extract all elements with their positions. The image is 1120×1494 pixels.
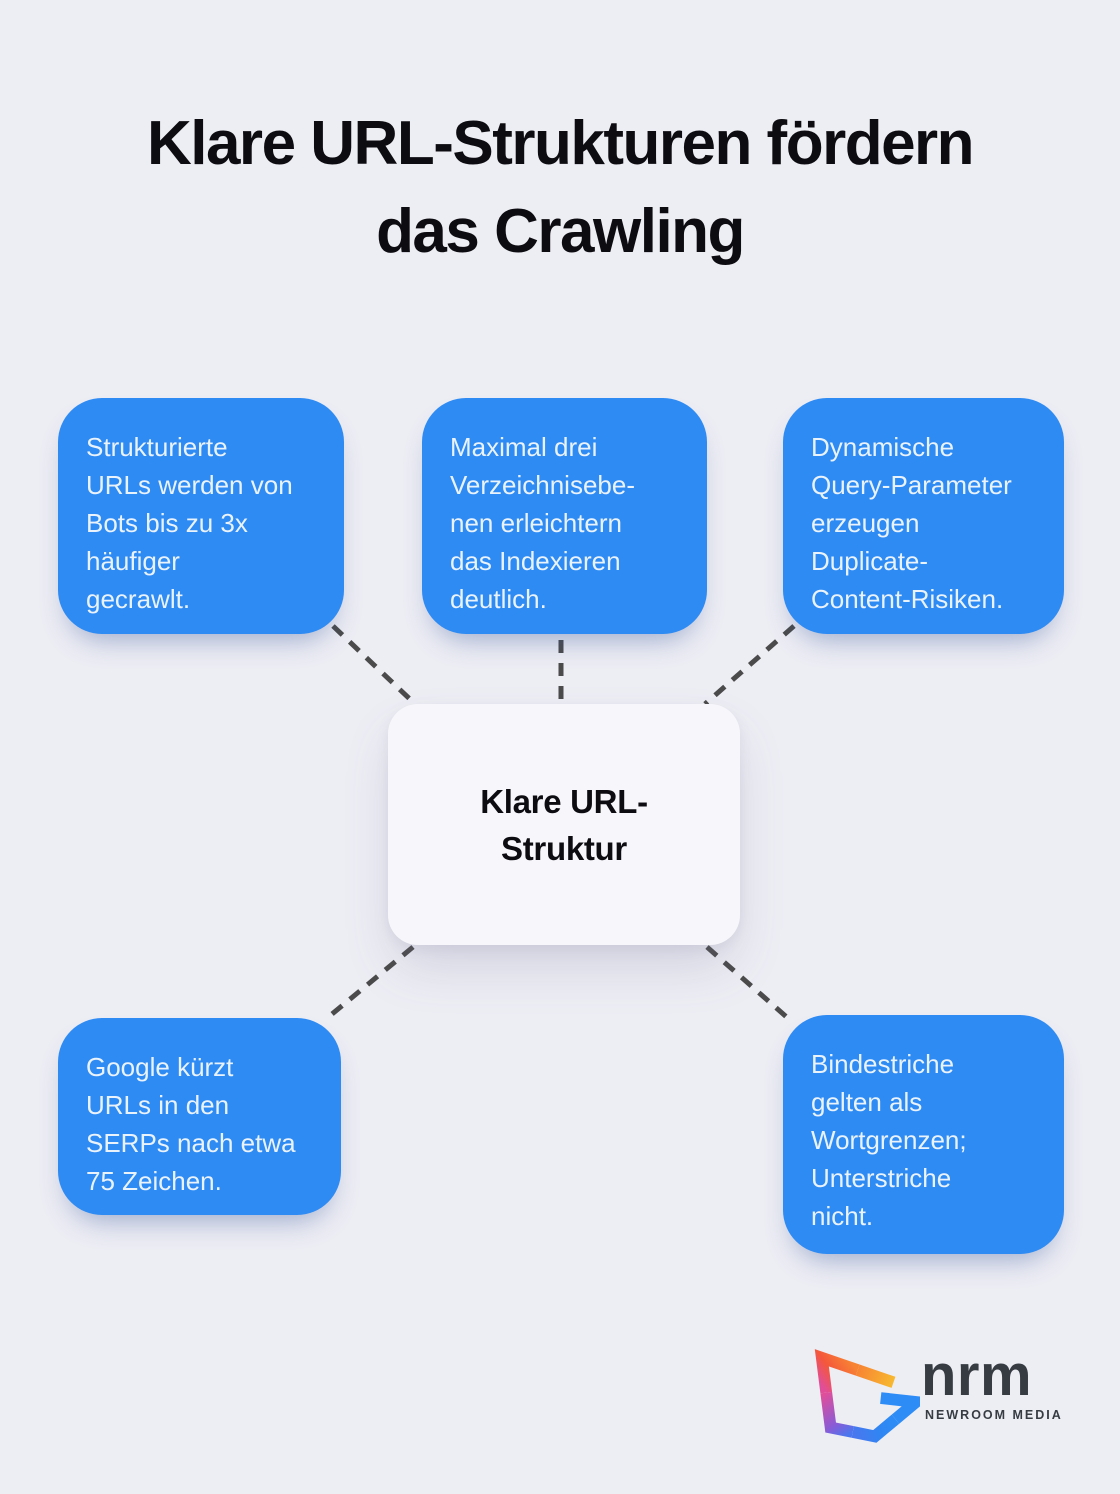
card-line: nen erleichtern <box>450 508 622 538</box>
card-line: Google kürzt <box>86 1052 234 1082</box>
connector-top-left <box>331 624 416 705</box>
card-line: gecrawlt. <box>86 584 191 614</box>
card-line: erzeugen <box>811 508 920 538</box>
card-line: 75 Zeichen. <box>86 1166 222 1196</box>
page-title: Klare URL-Strukturen fördern das Crawlin… <box>0 100 1120 276</box>
card-line: Bindestriche <box>811 1049 955 1079</box>
brand-logo: nrm NEWROOM MEDIA <box>810 1342 1070 1452</box>
card-url-length: Google kürzt URLs in den SERPs nach etwa… <box>58 1018 341 1215</box>
page-title-line-1: Klare URL-Strukturen fördern <box>146 109 975 178</box>
card-line: URLs in den <box>86 1090 230 1120</box>
connector-bottom-left <box>324 945 415 1021</box>
card-line: Maximal drei <box>450 432 598 462</box>
card-line: Content-Risiken. <box>811 584 1004 614</box>
card-line: Bots bis zu 3x <box>86 508 248 538</box>
center-node-line-2: Struktur <box>501 829 627 867</box>
card-line: Unterstriche <box>811 1163 952 1193</box>
card-directory-levels: Maximal drei Verzeichnisebe- nen erleich… <box>422 398 707 634</box>
page-title-line-2: das Crawling <box>376 197 745 266</box>
card-line: Dynamische <box>811 432 955 462</box>
card-line: SERPs nach etwa <box>86 1128 296 1158</box>
center-node: Klare URL- Struktur <box>388 704 740 945</box>
card-structured-urls: Strukturierte URLs werden von Bots bis z… <box>58 398 344 634</box>
card-line: nicht. <box>811 1201 874 1231</box>
card-line: Wortgrenzen; <box>811 1125 967 1155</box>
logo-brand-text: nrm <box>921 1343 1033 1408</box>
connector-bottom-right <box>705 945 792 1022</box>
card-line: gelten als <box>811 1087 923 1117</box>
card-hyphens-vs-underscores: Bindestriche gelten als Wortgrenzen; Unt… <box>783 1015 1064 1254</box>
nrm-logo-icon <box>814 1349 920 1443</box>
card-line: Query-Parameter <box>811 470 1012 500</box>
card-line: das Indexieren <box>450 546 621 576</box>
card-line: deutlich. <box>450 584 547 614</box>
card-query-parameters: Dynamische Query-Parameter erzeugen Dupl… <box>783 398 1064 634</box>
card-line: Duplicate- <box>811 546 929 576</box>
logo-tagline-text: NEWROOM MEDIA <box>925 1408 1063 1422</box>
card-line: URLs werden von <box>86 470 293 500</box>
connector-top-right <box>703 624 796 706</box>
card-line: häufiger <box>86 546 180 576</box>
center-node-line-1: Klare URL- <box>480 782 648 820</box>
card-line: Strukturierte <box>86 432 228 462</box>
card-line: Verzeichnisebe- <box>450 470 635 500</box>
